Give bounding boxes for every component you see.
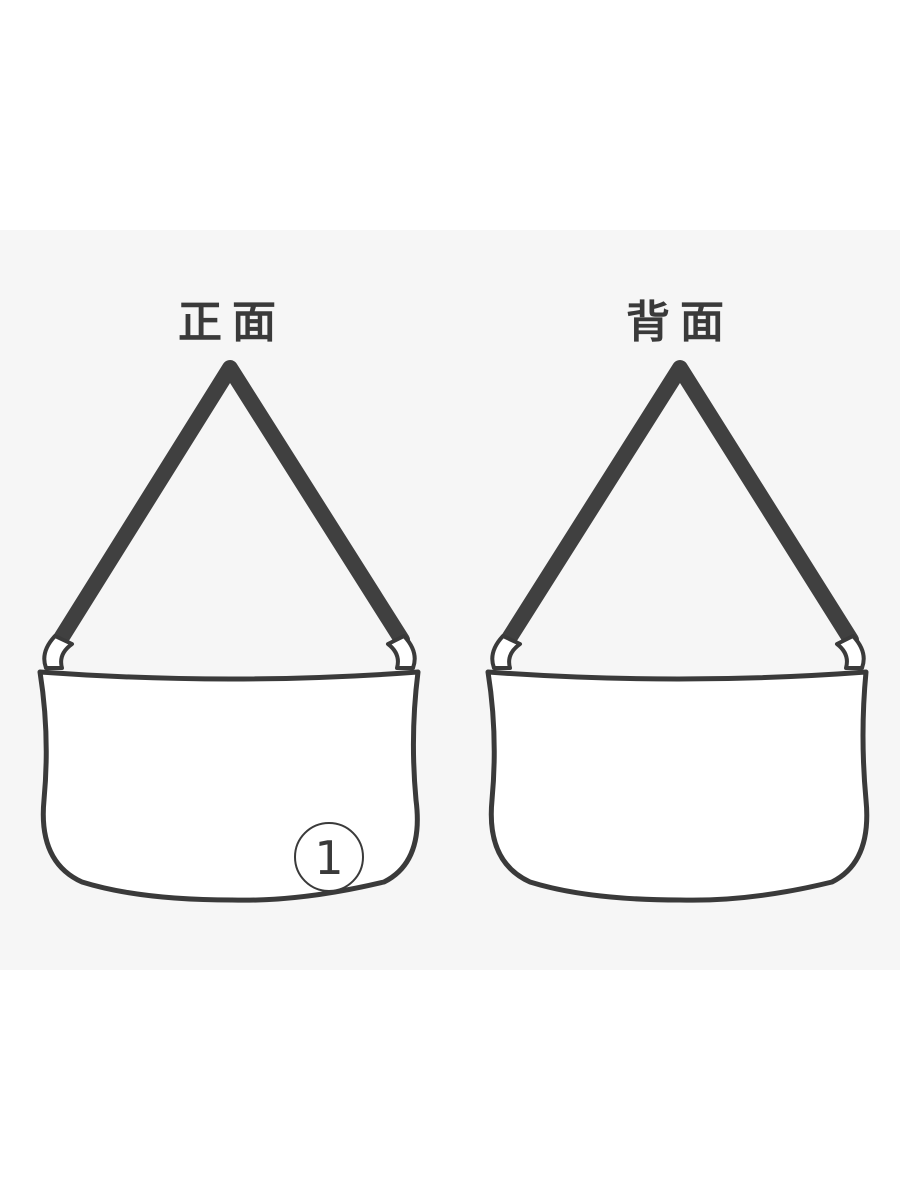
front-bag-left-ring [42,634,74,670]
front-bag-right-ring [386,634,417,670]
front-callout-circle [294,822,364,892]
back-bag-right-ring [835,634,866,670]
front-callout-number: 1 [314,831,343,885]
back-bag [485,360,870,903]
front-view-label: 正面 [178,297,286,348]
back-view-label: 背面 [626,297,734,348]
front-bag-strap [52,360,410,648]
back-bag-left-ring [490,634,522,670]
front-bag: 1 [37,360,421,903]
back-bag-body [485,669,870,903]
back-bag-strap [500,360,859,648]
